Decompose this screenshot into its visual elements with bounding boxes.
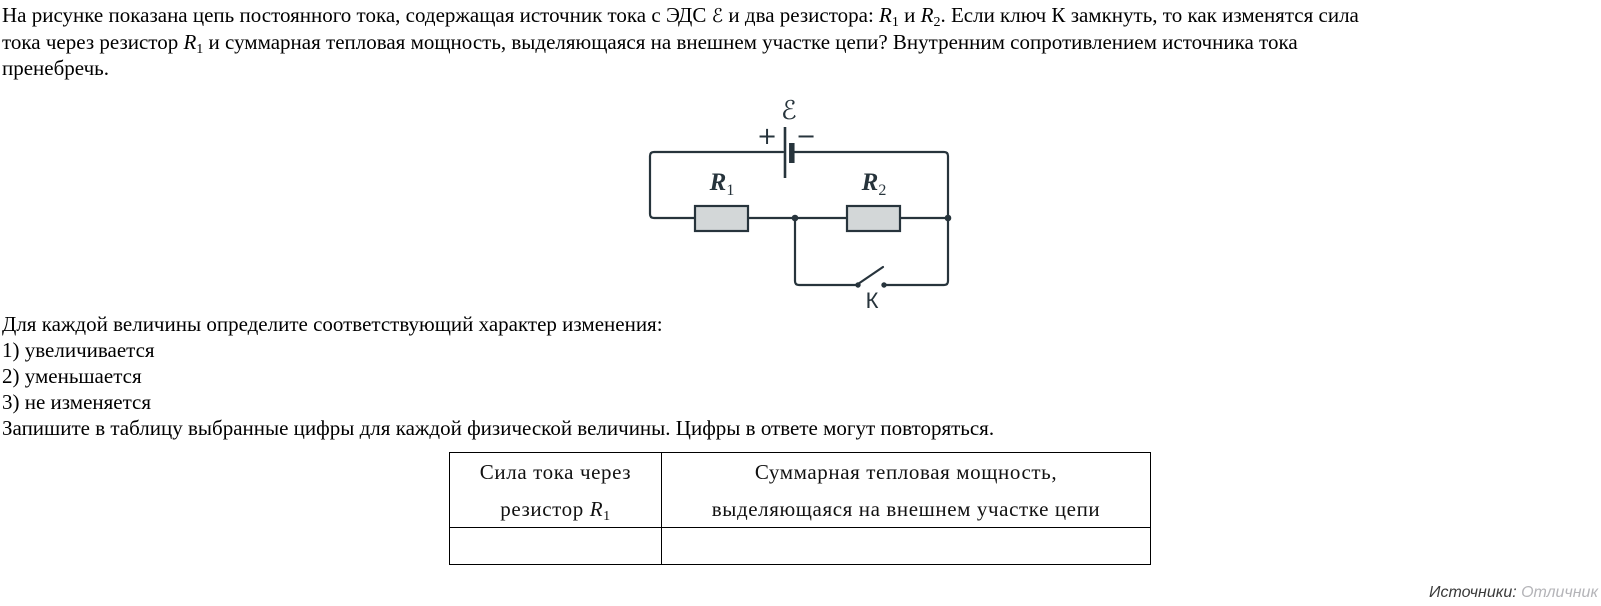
resistor-r2-label: R2 — [850, 169, 898, 199]
problem-statement: На рисунке показана цепь постоянного ток… — [2, 2, 1600, 81]
junction-dot-center — [791, 214, 799, 222]
r2-letter: R — [920, 3, 934, 27]
col1-header: Сила тока через резистор R1 — [449, 452, 662, 528]
r2-letter: R — [861, 169, 879, 196]
emf-symbol: ℰ — [711, 5, 724, 27]
source-value: Отличник — [1521, 584, 1598, 601]
junction-dot-right — [944, 214, 952, 222]
switch-k-label: К — [865, 288, 879, 313]
switch-blade — [856, 265, 885, 286]
col2-header: Суммарная тепловая мощность, выделяющаяс… — [661, 452, 1151, 528]
col2-header-line1: Суммарная тепловая мощность, — [754, 460, 1058, 484]
switch-contact-right — [881, 282, 887, 288]
r1-subscript: 1 — [603, 508, 611, 524]
col1-header-line1: Сила тока через — [479, 460, 632, 484]
table-answer-row — [449, 527, 1151, 565]
answer-cell-current — [449, 527, 662, 565]
r2-subscript: 2 — [878, 182, 887, 199]
emf-label: ℰ — [781, 96, 797, 126]
r1-letter: R — [709, 169, 727, 196]
source-attribution: Источники: Отличник — [1429, 584, 1598, 602]
wire-left-loop — [648, 150, 785, 220]
source-label: Источники: — [1429, 584, 1517, 601]
battery-minus-label: − — [796, 122, 817, 150]
text-run: и — [898, 3, 921, 27]
text-run: пренебречь. — [2, 56, 109, 80]
resistor-r1-label: R1 — [698, 169, 746, 199]
text-run: тока через резистор — [2, 30, 184, 54]
resistor-r1-box — [693, 204, 750, 233]
r1-variable: R1 — [879, 3, 899, 30]
table-header-row: Сила тока через резистор R1 Суммарная те… — [449, 452, 1151, 528]
r1-variable: R1 — [183, 30, 204, 57]
text-run: . Если ключ К замкнуть, то как изменятся… — [940, 3, 1359, 27]
r1-subscript: 1 — [196, 42, 204, 57]
question-line-3: пренебречь. — [2, 55, 1600, 81]
battery-plus-label: + — [757, 122, 778, 150]
option-3: 3) не изменяется — [2, 390, 152, 414]
switch-contact-left — [855, 282, 861, 288]
r2-subscript: 2 — [933, 15, 941, 30]
circuit-diagram: ℰ + − R1 R2 К — [640, 95, 960, 320]
text-run: На рисунке показана цепь постоянного ток… — [2, 3, 712, 27]
answer-options: Для каждой величины определите соответст… — [2, 311, 994, 441]
answer-table: Сила тока через резистор R1 Суммарная те… — [449, 452, 1151, 565]
option-2: 2) уменьшается — [2, 364, 142, 388]
r1-subscript: 1 — [891, 15, 899, 30]
answer-cell-power — [661, 527, 1151, 565]
r1-subscript: 1 — [726, 182, 735, 199]
question-line-2: тока через резистор R1 и суммарная тепло… — [2, 29, 1600, 57]
text-run: и два резистора: — [723, 3, 880, 27]
r2-variable: R2 — [920, 3, 941, 30]
r1-letter: R — [589, 496, 604, 521]
options-intro: Для каждой величины определите соответст… — [2, 312, 663, 336]
r1-variable: R1 — [589, 496, 611, 524]
col1-header-line2: резистор R1 — [450, 491, 661, 528]
r1-letter: R — [879, 3, 892, 27]
options-instruction: Запишите в таблицу выбранные цифры для к… — [2, 416, 995, 440]
r1-letter: R — [183, 30, 197, 54]
question-line-1: На рисунке показана цепь постоянного ток… — [2, 2, 1600, 30]
col2-header-line2: выделяющаяся на внешнем участке цепи — [711, 496, 1101, 521]
resistor-r2-box — [845, 204, 902, 233]
circuit-wires-svg — [648, 127, 952, 288]
wire-switch-branch — [793, 216, 858, 287]
option-1: 1) увеличивается — [2, 338, 155, 362]
text-run: резистор — [500, 496, 590, 521]
text-run: и суммарная тепловая мощность, выделяюща… — [203, 30, 1298, 54]
